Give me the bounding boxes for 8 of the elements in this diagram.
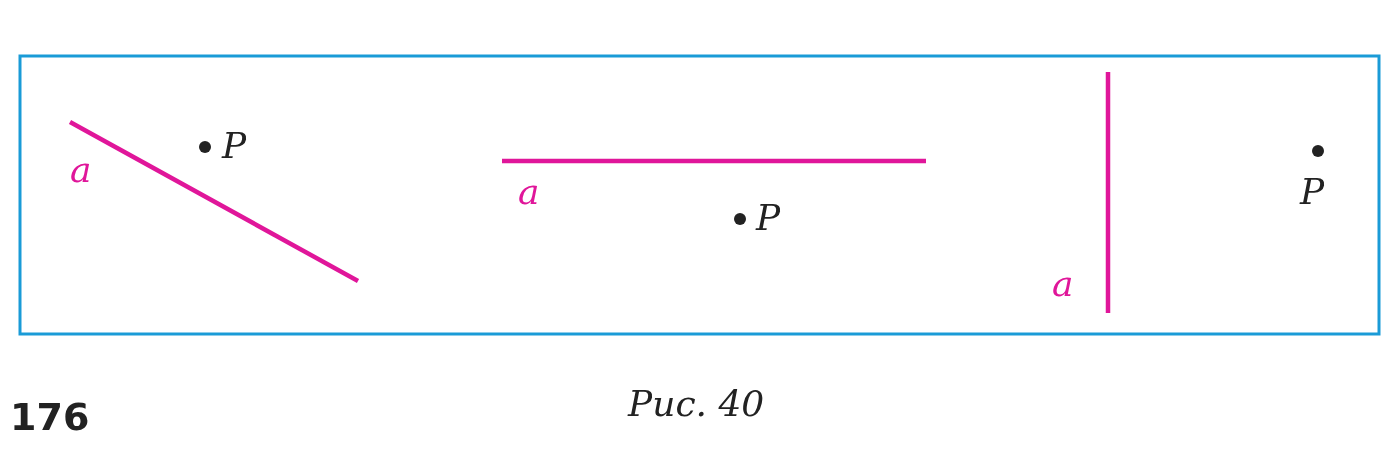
point-label: P bbox=[756, 200, 781, 236]
point-label: P bbox=[222, 128, 247, 164]
point-label: a bbox=[70, 152, 92, 188]
point-label: a bbox=[518, 174, 540, 210]
page-number: 176 bbox=[10, 398, 90, 436]
point-label: a bbox=[1052, 266, 1074, 302]
point-label: P bbox=[1300, 174, 1325, 210]
figure-caption: Рис. 40 bbox=[628, 386, 765, 422]
